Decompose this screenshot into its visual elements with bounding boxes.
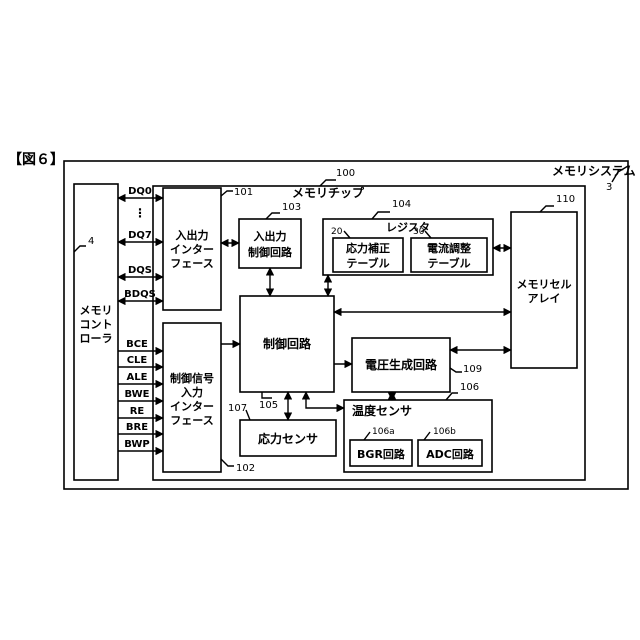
io-control-box <box>239 219 301 268</box>
bdqs-label: BDQS <box>124 289 156 300</box>
adc-circuit-ref: 106b <box>433 427 456 437</box>
bgr-circuit-label: BGR回路 <box>357 447 406 461</box>
memory-controller-label-3: ローラ <box>80 332 113 345</box>
memory-controller-ref: 4 <box>88 236 94 247</box>
io-control-label-1: 入出力 <box>254 229 287 243</box>
stress-sensor-ref: 107 <box>228 403 247 414</box>
io-interface-label-1: 入出力 <box>176 228 209 242</box>
voltage-gen-ref: 109 <box>463 364 482 375</box>
dqs-label: DQS <box>128 265 152 276</box>
dq-dots: ⋮ <box>134 206 146 220</box>
bre-label: BRE <box>126 422 148 433</box>
bgr-circuit-ref: 106a <box>372 427 395 437</box>
ctrl-signal-interface-label-4: フェース <box>170 414 213 427</box>
temp-sensor-ref: 106 <box>460 382 479 393</box>
ctrl-signal-interface-label-1: 制御信号 <box>170 371 214 385</box>
memory-controller-label-2: コント <box>80 318 113 331</box>
dq7-label: DQ7 <box>128 230 152 241</box>
control-circuit-ref: 105 <box>259 400 278 411</box>
io-control-label-2: 制御回路 <box>248 245 293 259</box>
io-control-ref: 103 <box>282 202 301 213</box>
memory-cell-array-label-1: メモリセル <box>517 278 572 291</box>
memory-cell-array-label-2: アレイ <box>528 292 561 305</box>
ale-label: ALE <box>127 372 148 383</box>
bce-label: BCE <box>126 339 148 350</box>
stress-sensor-label: 応力センサ <box>258 431 318 446</box>
register-ref: 104 <box>392 199 411 210</box>
ctrl-signal-interface-label-3: インター <box>170 400 214 413</box>
stress-table-ref: 20 <box>331 227 343 237</box>
re-label: RE <box>130 406 145 417</box>
current-table-label-2: テーブル <box>427 256 470 270</box>
ctrl-signal-interface-label-2: 入力 <box>181 385 203 399</box>
memory-chip-ref: 100 <box>336 168 355 179</box>
current-table-label-1: 電流調整 <box>427 241 471 255</box>
memory-controller-label-1: メモリ <box>80 304 113 317</box>
control-circuit-label: 制御回路 <box>263 336 312 351</box>
io-interface-label-3: フェース <box>170 257 213 270</box>
adc-circuit-label: ADC回路 <box>426 447 475 461</box>
io-interface-ref: 101 <box>234 187 253 198</box>
bwe-label: BWE <box>125 389 150 400</box>
bwp-label: BWP <box>124 439 149 450</box>
memory-cell-array-ref: 110 <box>556 194 575 205</box>
temp-sensor-label: 温度センサ <box>352 403 412 418</box>
stress-table-label-2: テーブル <box>346 256 389 270</box>
ctrl-signal-interface-ref: 102 <box>236 463 255 474</box>
current-table-ref: 30 <box>413 227 425 237</box>
memory-system-ref: 3 <box>606 182 612 193</box>
memory-system-label: メモリシステム <box>552 164 636 178</box>
cle-label: CLE <box>127 355 148 366</box>
memory-chip-label: メモリチップ <box>292 185 365 200</box>
stress-table-label-1: 応力補正 <box>346 241 390 255</box>
dq0-label: DQ0 <box>128 186 152 197</box>
io-interface-label-2: インター <box>170 243 214 256</box>
figure-title: 【図６】 <box>8 152 64 168</box>
voltage-gen-label: 電圧生成回路 <box>365 357 438 372</box>
